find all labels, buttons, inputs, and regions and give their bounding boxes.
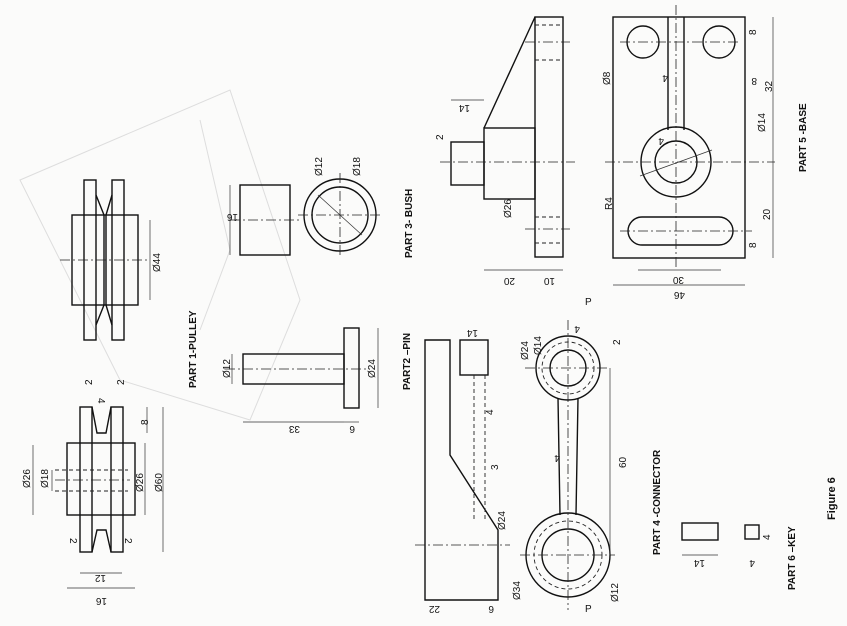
section-mark: P [585, 604, 592, 615]
dim-label: 6 [349, 423, 355, 434]
base-plan-view: Ø8 4 8 8 32 Ø14 4 R4 20 8 30 46 PART 5 -… [602, 5, 809, 300]
dim-label: Ø26 [503, 199, 514, 218]
dim-label: Ø12 [610, 583, 621, 602]
dim-label: Ø18 [352, 157, 363, 176]
dim-label: Ø24 [497, 511, 508, 530]
dim-label: 33 [288, 423, 300, 434]
dim-label: 32 [764, 80, 775, 92]
dim-label: 20 [503, 275, 515, 286]
key-title: PART 6 –KEY [787, 526, 798, 590]
dim-label: 3 [490, 464, 501, 470]
dim-label: 60 [618, 456, 629, 468]
pin-drawing: Ø12 Ø24 33 6 PART2 –PIN [222, 327, 413, 434]
dim-label: Ø8 [602, 71, 613, 85]
dim-label: Ø24 [520, 341, 531, 360]
dim-label: 2 [122, 538, 133, 544]
dim-label: 8 [748, 242, 759, 248]
dim-label: Ø18 [40, 469, 51, 488]
key-drawing: 14 4 4 PART 6 –KEY [681, 522, 798, 590]
pulley-top-view [60, 179, 151, 341]
pin-title: PART2 –PIN [402, 333, 413, 390]
dim-label: 22 [428, 603, 440, 614]
bush-drawing: 16 Ø12 Ø18 PART 3- BUSH [226, 157, 415, 258]
base-title: PART 5 -BASE [798, 103, 809, 172]
dim-label: 2 [116, 379, 127, 385]
dim-label: 4 [554, 452, 560, 463]
dim-label: 4 [658, 135, 664, 146]
dim-label: 2 [612, 339, 623, 345]
dim-label: 20 [762, 208, 773, 220]
dim-label: 4 [95, 398, 106, 404]
dim-label: 4 [762, 534, 773, 540]
dim-label: 10 [543, 275, 555, 286]
dim-label: 4 [662, 72, 668, 83]
bush-title: PART 3- BUSH [404, 189, 415, 258]
dim-label: Ø14 [533, 336, 544, 355]
connector-side-view: 14 4 3 Ø24 22 6 [415, 327, 510, 614]
pulley-dimensions: Ø26 Ø18 2 2 4 8 Ø26 Ø60 2 2 12 16 Ø44 PA… [22, 253, 199, 606]
dim-label: 2 [67, 538, 78, 544]
dim-label: 2 [84, 379, 95, 385]
dim-label: Ø34 [512, 581, 523, 600]
dim-label: 6 [488, 603, 494, 614]
dim-label: 8 [751, 75, 757, 86]
dim-label: Ø24 [367, 359, 378, 378]
connector-plan-view: Ø24 Ø14 4 2 60 4 Ø34 Ø12 P P PART 4 -CON… [512, 297, 663, 615]
dim-label: 30 [672, 274, 684, 285]
dim-label: Ø14 [757, 113, 768, 132]
dim-label: 8 [140, 419, 151, 425]
base-side-view: 2 14 Ø26 20 10 [435, 16, 575, 286]
dim-label: 14 [693, 557, 705, 568]
dim-label: 16 [95, 595, 107, 606]
dim-label: Ø26 [22, 469, 33, 488]
dim-label: R4 [604, 197, 615, 210]
dim-label: Ø60 [154, 473, 165, 492]
connector-title: PART 4 -CONNECTOR [652, 449, 663, 555]
figure-caption: Figure 6 [826, 477, 838, 520]
section-mark: P [585, 297, 592, 308]
dim-label: Ø12 [222, 359, 233, 378]
dim-label: 8 [748, 29, 759, 35]
dim-label: 14 [458, 102, 470, 113]
dim-label: 46 [673, 289, 685, 300]
dim-label: 2 [435, 134, 446, 140]
dim-label: Ø26 [135, 473, 146, 492]
dim-label: Ø44 [152, 253, 163, 272]
pulley-title: PART 1-PULLEY [188, 310, 199, 388]
dim-label: Ø12 [314, 157, 325, 176]
pulley-section-view [32, 406, 164, 589]
dim-label: 4 [485, 409, 496, 415]
dim-label: 16 [226, 211, 238, 222]
dim-label: 4 [749, 557, 755, 568]
dim-label: 12 [94, 572, 106, 583]
dim-label: 4 [574, 323, 580, 334]
dim-label: 14 [466, 327, 478, 338]
